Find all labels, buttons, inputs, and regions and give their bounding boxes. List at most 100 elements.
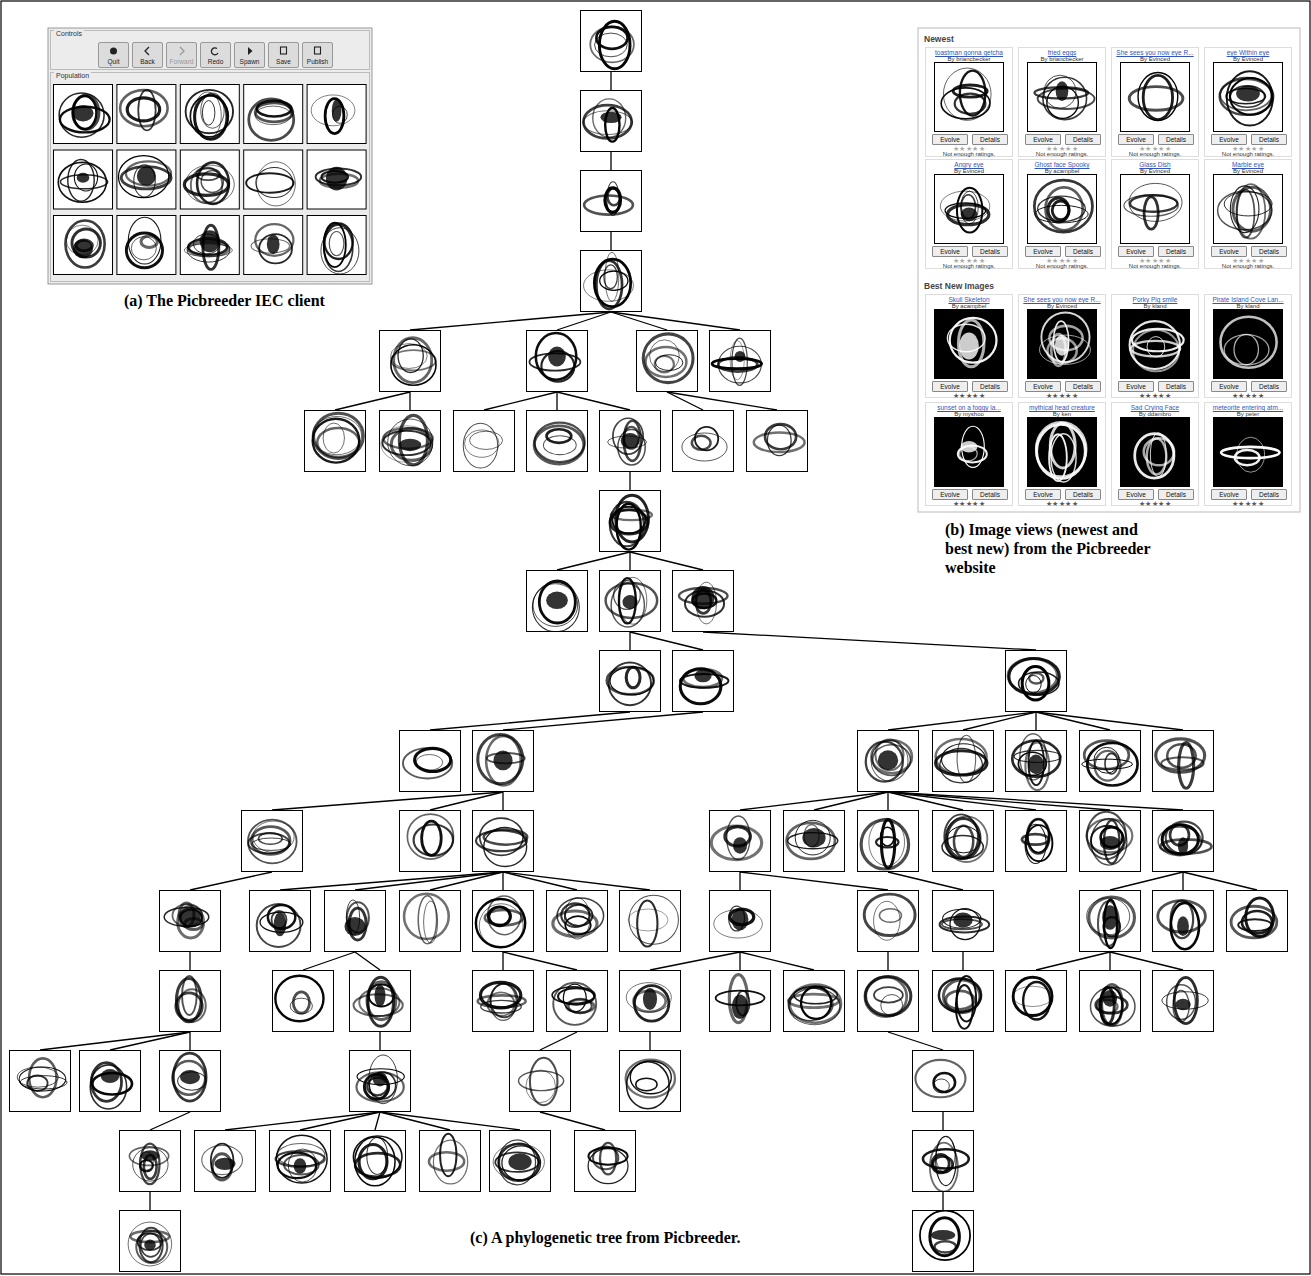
evolved-image xyxy=(79,1050,141,1112)
image-card: eye Within eyeBy Evinced★★★★★Not enough … xyxy=(1204,47,1292,157)
evolved-image xyxy=(912,1050,974,1112)
image-stroke xyxy=(945,203,986,218)
image-stroke xyxy=(933,1079,949,1093)
image-ground xyxy=(1120,62,1190,132)
image-ground xyxy=(599,410,661,472)
image-stroke xyxy=(137,1233,161,1250)
tree-branch xyxy=(887,792,888,810)
button-label: Evolve xyxy=(1119,491,1153,499)
button-label: Evolve xyxy=(1119,383,1153,391)
image-ground xyxy=(349,970,411,1032)
image-stroke xyxy=(941,88,990,119)
image-stroke xyxy=(479,904,523,948)
image-stroke xyxy=(1221,447,1279,458)
image-title: toastman gonna getcha xyxy=(926,49,1012,56)
image-frame xyxy=(400,811,461,872)
evolved-image xyxy=(379,410,441,472)
rating-note: Not enough ratings. xyxy=(1112,151,1198,157)
button-label: Evolve xyxy=(1212,383,1246,391)
panel-caption: (b) Image views (newest and best new) fr… xyxy=(945,520,1160,578)
image-stroke xyxy=(391,428,431,460)
image-stroke xyxy=(127,98,159,121)
image-frame xyxy=(747,411,808,472)
image-stroke xyxy=(627,1062,670,1109)
image-stroke xyxy=(128,217,161,264)
image-title: Ghost face Spooky xyxy=(1019,161,1105,168)
image-frame xyxy=(600,651,661,712)
button-label: Details xyxy=(973,383,1007,391)
image-stroke xyxy=(1047,86,1079,118)
image-card: Marble eyeBy Evinced★★★★★Not enough rati… xyxy=(1204,159,1292,269)
button-label: Redo xyxy=(201,58,230,65)
image-ground xyxy=(709,330,771,392)
image-stroke xyxy=(930,1218,959,1256)
image-frame xyxy=(527,411,588,472)
panel-caption: (a) The Picbreeder IEC client xyxy=(124,291,384,310)
toolbar-button: Quit xyxy=(98,42,129,68)
image-frame xyxy=(1121,310,1190,379)
evolved-image xyxy=(526,410,588,472)
image-stroke xyxy=(956,985,973,1029)
image-frame xyxy=(620,971,681,1032)
button-icon xyxy=(167,44,196,58)
image-ground xyxy=(119,1130,181,1192)
image-stroke xyxy=(484,830,528,845)
image-stroke xyxy=(1041,312,1089,362)
button-label: Evolve xyxy=(1026,491,1060,499)
button-label: Details xyxy=(1159,248,1193,256)
evolved-image xyxy=(1005,970,1067,1032)
evolved-image xyxy=(932,890,994,952)
evolved-image xyxy=(1079,810,1141,872)
card-button: Details xyxy=(1251,246,1287,257)
image-stroke xyxy=(433,1140,467,1184)
image-frame xyxy=(1153,811,1214,872)
image-stroke xyxy=(490,984,516,1021)
tree-branch xyxy=(629,472,630,490)
button-label: Evolve xyxy=(1119,248,1153,256)
image-stroke xyxy=(187,237,230,262)
image-stroke xyxy=(1018,752,1046,775)
image-stroke xyxy=(429,1152,464,1170)
image-stroke xyxy=(637,901,657,947)
tree-branch xyxy=(503,952,577,970)
image-frame xyxy=(581,251,642,312)
image-frame xyxy=(710,811,771,872)
evolved-image xyxy=(857,970,919,1032)
image-stroke xyxy=(683,669,722,687)
image-ground xyxy=(180,84,240,144)
card-button: Details xyxy=(1065,134,1101,145)
evolved-image xyxy=(1079,970,1141,1032)
image-stroke xyxy=(60,107,110,133)
evolved-image xyxy=(119,1130,181,1192)
image-stroke xyxy=(590,27,634,63)
image-frame xyxy=(710,971,771,1032)
tree-branch xyxy=(409,392,410,410)
image-stroke xyxy=(727,816,750,860)
image-stroke xyxy=(566,1000,594,1013)
image-stroke xyxy=(947,826,981,853)
image-stroke xyxy=(634,986,668,1022)
image-stroke xyxy=(76,240,92,251)
image-stroke xyxy=(874,987,903,1002)
image-stroke xyxy=(1019,672,1059,695)
evolved-image xyxy=(783,810,845,872)
image-frame xyxy=(933,891,994,952)
image-stroke xyxy=(950,318,997,363)
image-stroke xyxy=(381,426,433,462)
image-ground xyxy=(1005,970,1067,1032)
button-label: Quit xyxy=(99,58,128,65)
image-stroke xyxy=(729,906,745,931)
button-label: Save xyxy=(269,58,298,65)
image-card: mythical head creatureBy ken★★★★★EvolveD… xyxy=(1018,402,1106,506)
image-stroke xyxy=(593,99,626,137)
rating-note: Not enough ratings. xyxy=(1019,263,1105,269)
image-frame xyxy=(307,216,366,275)
evolved-image xyxy=(934,417,1004,487)
image-stroke xyxy=(612,507,645,534)
image-frame xyxy=(673,411,734,472)
author-name: By ddambro xyxy=(1112,411,1198,417)
evolved-image xyxy=(399,890,461,952)
image-stroke xyxy=(619,578,636,623)
star-rating: ★★★★★ xyxy=(926,392,1012,400)
